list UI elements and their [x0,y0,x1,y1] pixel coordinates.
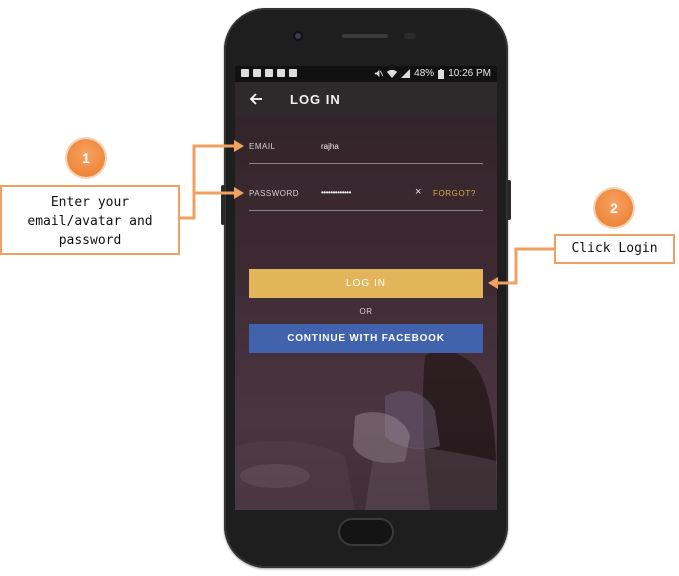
status-bar-system: 48% 10:26 PM [374,68,491,79]
password-label: PASSWORD [249,189,300,198]
download-icon [277,69,285,77]
phone-screen: 48% 10:26 PM LOG IN EMAIL rajha PASSWORD… [235,66,497,510]
app-bar: LOG IN [235,82,497,116]
step-1-text-line2: email/avatar and [27,214,153,229]
password-field[interactable]: ••••••••••••• [321,188,351,197]
step-1-text-line1: Enter your [50,195,130,210]
step-1-callout: Enter your email/avatar and password [0,185,180,255]
clear-icon[interactable]: × [415,186,422,198]
message-icon [289,69,297,77]
status-bar-notifications [241,69,297,77]
signal-icon [401,69,411,78]
email-label: EMAIL [249,142,276,151]
arrow-left-icon[interactable] [247,90,265,108]
status-bar: 48% 10:26 PM [235,66,497,82]
wifi-icon [387,69,398,78]
earpiece-speaker [342,34,388,38]
facebook-login-button[interactable]: CONTINUE WITH FACEBOOK [249,324,483,353]
step-2-callout: Click Login [554,234,675,264]
email-field[interactable]: rajha [321,142,339,151]
alarm-icon [253,69,261,77]
login-button[interactable]: LOG IN [249,269,483,298]
mute-icon [375,69,384,78]
battery-percent: 48% [414,68,435,79]
email-underline [249,163,483,164]
page-title: LOG IN [290,92,341,107]
phone-side-button-right [507,180,511,220]
battery-icon [438,68,445,79]
step-1-text-line3: password [58,233,122,248]
or-divider: OR [359,307,373,316]
home-button[interactable] [338,518,394,546]
notification-icon [241,69,249,77]
proximity-sensor [404,33,416,39]
step-2-badge: 2 [595,189,633,227]
step-1-badge: 1 [67,139,105,177]
clock: 10:26 PM [448,68,491,79]
front-camera [293,31,303,41]
forgot-password-link[interactable]: FORGOT? [433,189,476,198]
image-icon [265,69,273,77]
password-underline [249,210,483,211]
phone-side-button-left [221,185,225,225]
